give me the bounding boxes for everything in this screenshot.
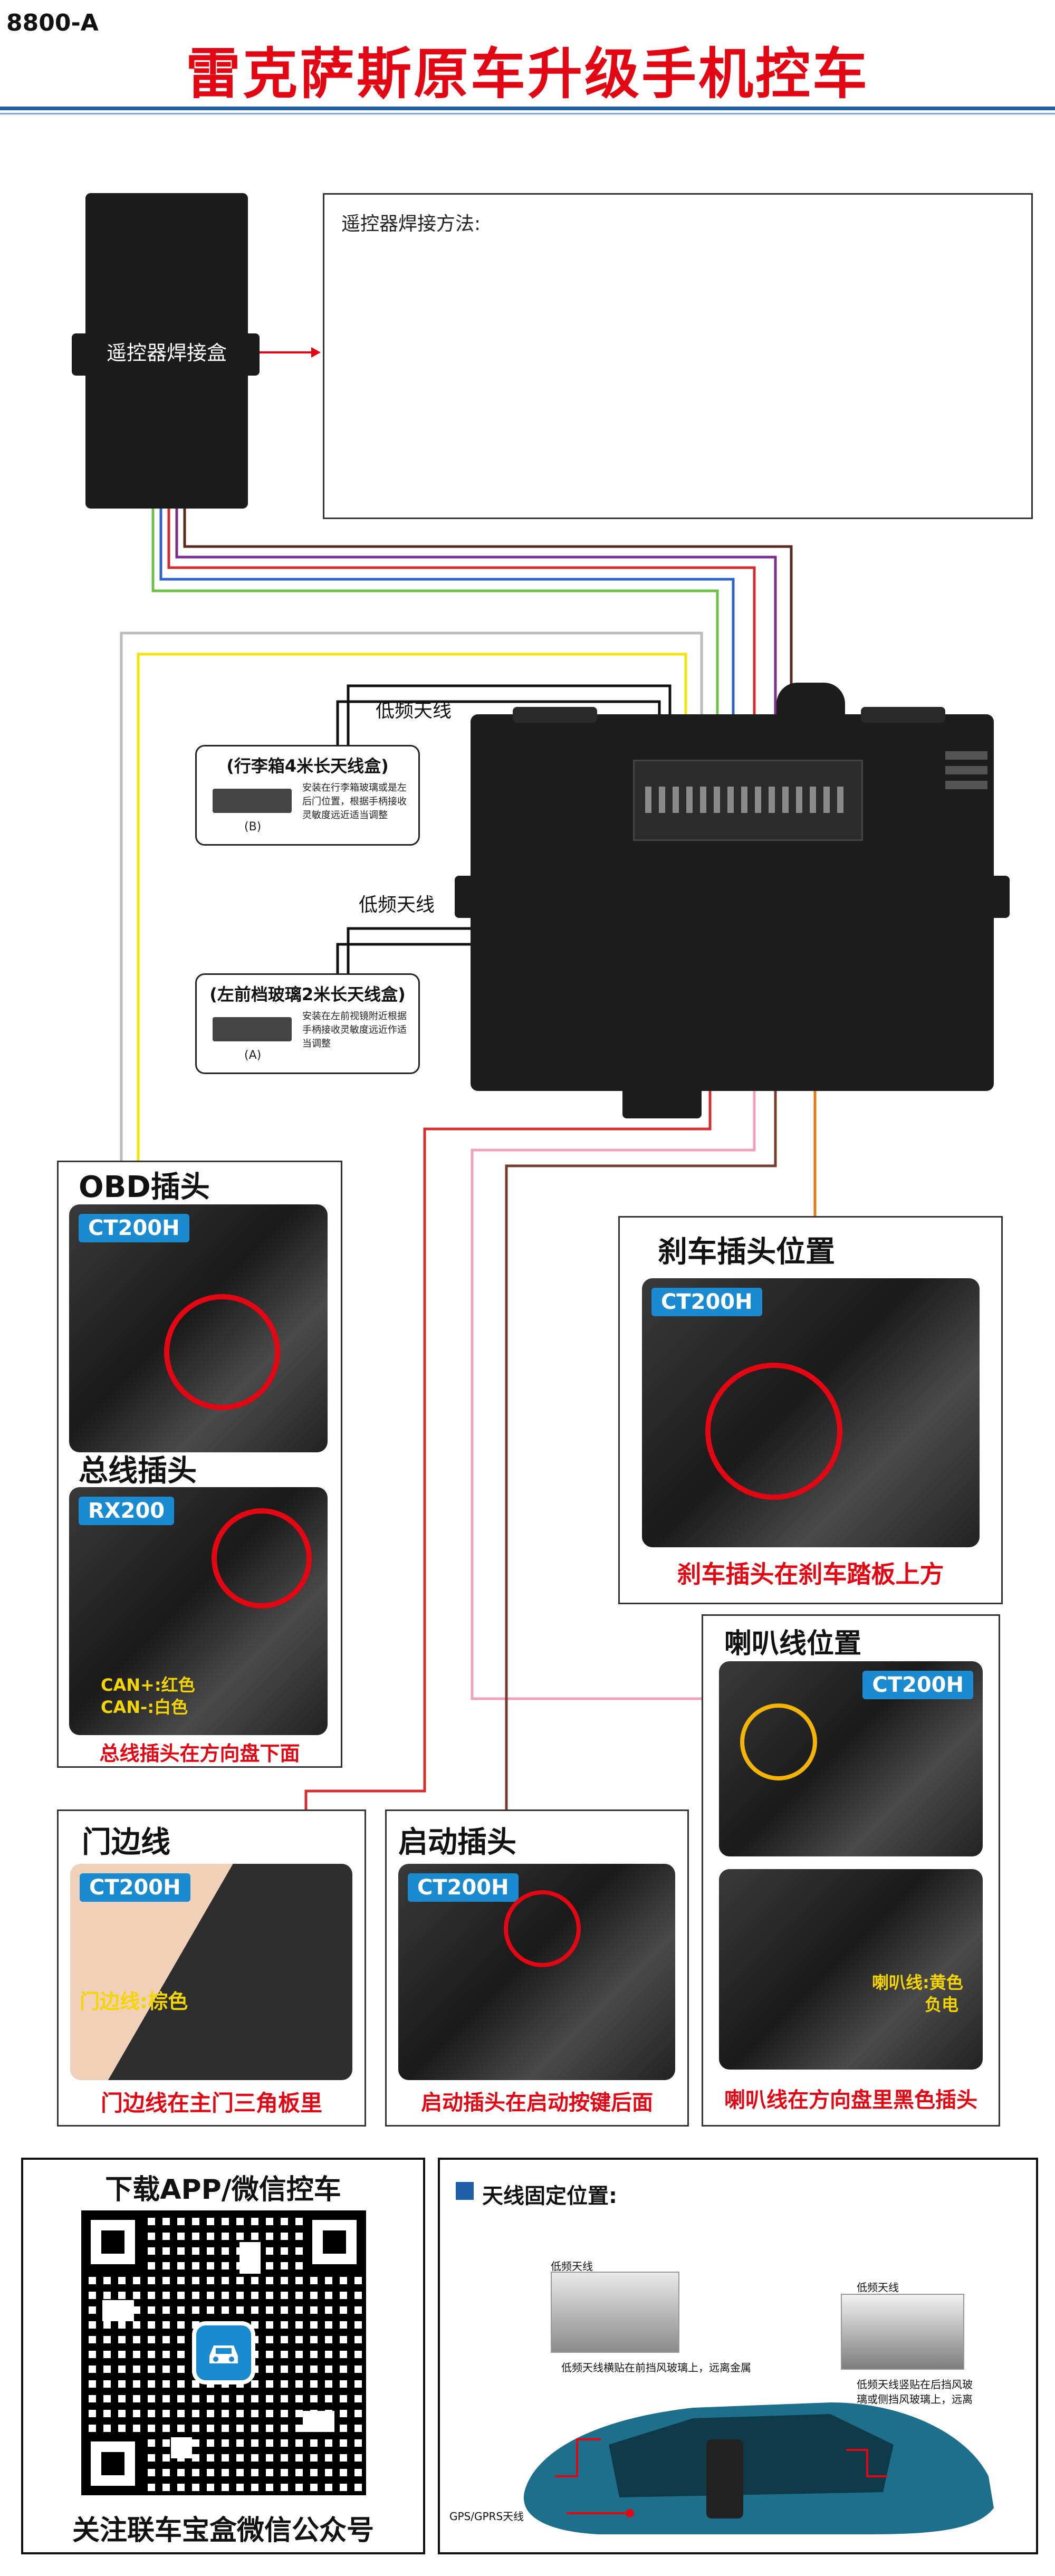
wire-purple: [175, 509, 777, 802]
horn-caption: 喇叭线在方向盘里黑色插头: [724, 2088, 977, 2112]
app-logo-icon: [192, 2321, 255, 2385]
section-marker-icon: [456, 2182, 474, 2200]
model-number: 8800-A: [6, 9, 99, 36]
qr-title: 下载APP/微信控车: [105, 2174, 341, 2206]
brake-badge: CT200H: [651, 1288, 762, 1316]
brake-photo: CT200H: [642, 1278, 980, 1547]
antenna-fix-lf-front-note: 低频天线横贴在前挡风玻璃上，远离金属: [561, 2361, 751, 2374]
wire-green: [151, 509, 719, 802]
door-title: 门边线: [82, 1825, 170, 1860]
horn-section: 喇叭线位置 CT200H 喇叭线:黄色 负电 喇叭线在方向盘里黑色插头: [702, 1614, 1000, 2127]
page-title: 雷克萨斯原车升级手机控车: [185, 42, 869, 106]
brake-caption: 刹车插头在刹车踏板上方: [677, 1560, 944, 1588]
front-antenna-card: (左前档玻璃2米长天线盒) (A) 安装在左前视镜附近根据手柄接收灵敏度远近作适…: [195, 973, 420, 1074]
obd-bus-section: OBD插头 CT200H 总线插头 RX200 CAN+:红色 CAN-:白色 …: [57, 1161, 342, 1768]
lf-antenna-label-1: 低频天线: [376, 700, 452, 722]
bus-title: 总线插头: [79, 1454, 197, 1488]
start-badge: CT200H: [408, 1873, 519, 1902]
qr-finder-top-right: [303, 2210, 366, 2274]
connector-pins: [645, 787, 851, 813]
start-caption: 启动插头在启动按键后面: [421, 2091, 653, 2115]
door-note: 门边线:棕色: [80, 1990, 188, 2013]
qr-footer: 关注联车宝盒微信公众号: [72, 2515, 374, 2546]
wire-blue: [159, 509, 735, 802]
bus-can-low: CAN-:白色: [101, 1697, 188, 1717]
obd-photo: CT200H: [69, 1204, 328, 1452]
antenna-fix-lf-rear-note: 低频天线竖贴在后挡风玻璃或侧挡风玻璃上，远离金属: [857, 2378, 973, 2420]
module-top-rail-left: [513, 707, 597, 723]
antenna-fix-section: 天线固定位置: 低频天线 低频天线横贴在前挡风玻璃上，远离金属 低频天线 低频天…: [438, 2158, 1038, 2554]
wire-dark: [183, 509, 793, 802]
trunk-antenna-card: (行李箱4米长天线盒) (B) 安装在行李箱玻璃或是左后门位置，根据手柄接收灵敏…: [195, 745, 420, 846]
obd-title: OBD插头: [79, 1170, 210, 1204]
arrow-head: [311, 347, 321, 358]
door-section: 门边线 CT200H 门边线:棕色 门边线在主门三角板里: [57, 1809, 366, 2127]
trunk-antenna-title: (行李箱4米长天线盒): [226, 756, 389, 776]
header-divider: [0, 107, 1055, 110]
lf-antenna-label-2: 低频天线: [359, 894, 435, 916]
remote-box-wires: [151, 509, 793, 802]
front-antenna-desc: 安装在左前视镜附近根据手柄接收灵敏度远近作适当调整: [302, 1011, 407, 1049]
module-vent-3: [945, 781, 987, 789]
obd-badge: CT200H: [79, 1214, 189, 1242]
brake-title: 刹车插头位置: [658, 1235, 835, 1269]
antenna-fix-title: 天线固定位置:: [482, 2184, 617, 2208]
horn-photo-1: CT200H: [719, 1661, 983, 1856]
door-caption: 门边线在主门三角板里: [100, 2090, 322, 2116]
remote-weld-box: 遥控器焊接盒: [85, 193, 248, 509]
horn-highlight-circle: [740, 1703, 817, 1780]
weld-method-panel: 遥控器焊接方法:: [323, 193, 1033, 519]
antenna-fix-gps-label: GPS/GPRS天线: [449, 2510, 524, 2523]
bus-badge: RX200: [79, 1497, 175, 1525]
antenna-fix-photo-rear: [841, 2294, 964, 2370]
trunk-antenna-desc: 安装在行李箱玻璃或是左后门位置，根据手柄接收灵敏度远近适当调整: [302, 782, 407, 821]
front-antenna-letter: (A): [244, 1049, 262, 1062]
bus-caption: 总线插头在方向盘下面: [99, 1742, 300, 1765]
qr-code[interactable]: [81, 2210, 366, 2495]
trunk-antenna-bar: [213, 789, 292, 813]
start-title: 启动插头: [398, 1825, 516, 1860]
module-connector: [633, 760, 863, 841]
module-vent-1: [945, 751, 987, 760]
antenna-fix-photo-front: [551, 2272, 679, 2353]
start-section: 启动插头 CT200H 启动插头在启动按键后面: [385, 1809, 689, 2127]
start-highlight-circle: [504, 1890, 581, 1967]
horn-photo-2: 喇叭线:黄色 负电: [719, 1869, 983, 2070]
car-sunroof: [706, 2439, 743, 2518]
horn-note-polarity: 负电: [925, 1995, 959, 2015]
door-badge: CT200H: [80, 1873, 190, 1902]
start-photo: CT200H: [398, 1864, 675, 2080]
remote-weld-box-label: 遥控器焊接盒: [106, 341, 227, 365]
header-divider-thin: [0, 113, 1055, 114]
bus-can-high: CAN+:红色: [101, 1675, 195, 1695]
front-antenna-title: (左前档玻璃2米长天线盒): [209, 984, 406, 1004]
horn-badge: CT200H: [862, 1671, 973, 1699]
brake-highlight-circle: [705, 1363, 842, 1500]
antenna-fix-lf-front-label: 低频天线: [551, 2260, 593, 2273]
horn-note-color: 喇叭线:黄色: [872, 1972, 963, 1993]
car-icon: [209, 2345, 238, 2363]
weld-method-title: 遥控器焊接方法:: [341, 213, 481, 235]
qr-finder-bottom-left: [81, 2432, 145, 2495]
front-antenna-bar: [213, 1017, 292, 1041]
bus-photo: RX200 CAN+:红色 CAN-:白色: [69, 1487, 328, 1735]
wire-red: [167, 509, 756, 802]
antenna-fix-lf-rear-label: 低频天线: [857, 2281, 899, 2294]
car-illustration: [523, 2402, 994, 2534]
qr-section: 下载APP/微信控车 关注联车宝盒微信公众号: [21, 2158, 425, 2554]
brake-section: 刹车插头位置 CT200H 刹车插头在刹车踏板上方: [618, 1216, 1003, 1604]
qr-finder-top-left: [81, 2210, 145, 2274]
module-vent-2: [945, 766, 987, 774]
trunk-antenna-letter: (B): [244, 820, 262, 834]
gps-point: [626, 2509, 634, 2517]
horn-title: 喇叭线位置: [724, 1628, 862, 1660]
bus-highlight-circle: [212, 1508, 312, 1608]
car-roof-glass: [609, 2414, 894, 2497]
obd-highlight-circle: [164, 1294, 280, 1410]
module-top-rail-right: [861, 707, 945, 723]
door-photo: CT200H 门边线:棕色: [70, 1864, 352, 2080]
